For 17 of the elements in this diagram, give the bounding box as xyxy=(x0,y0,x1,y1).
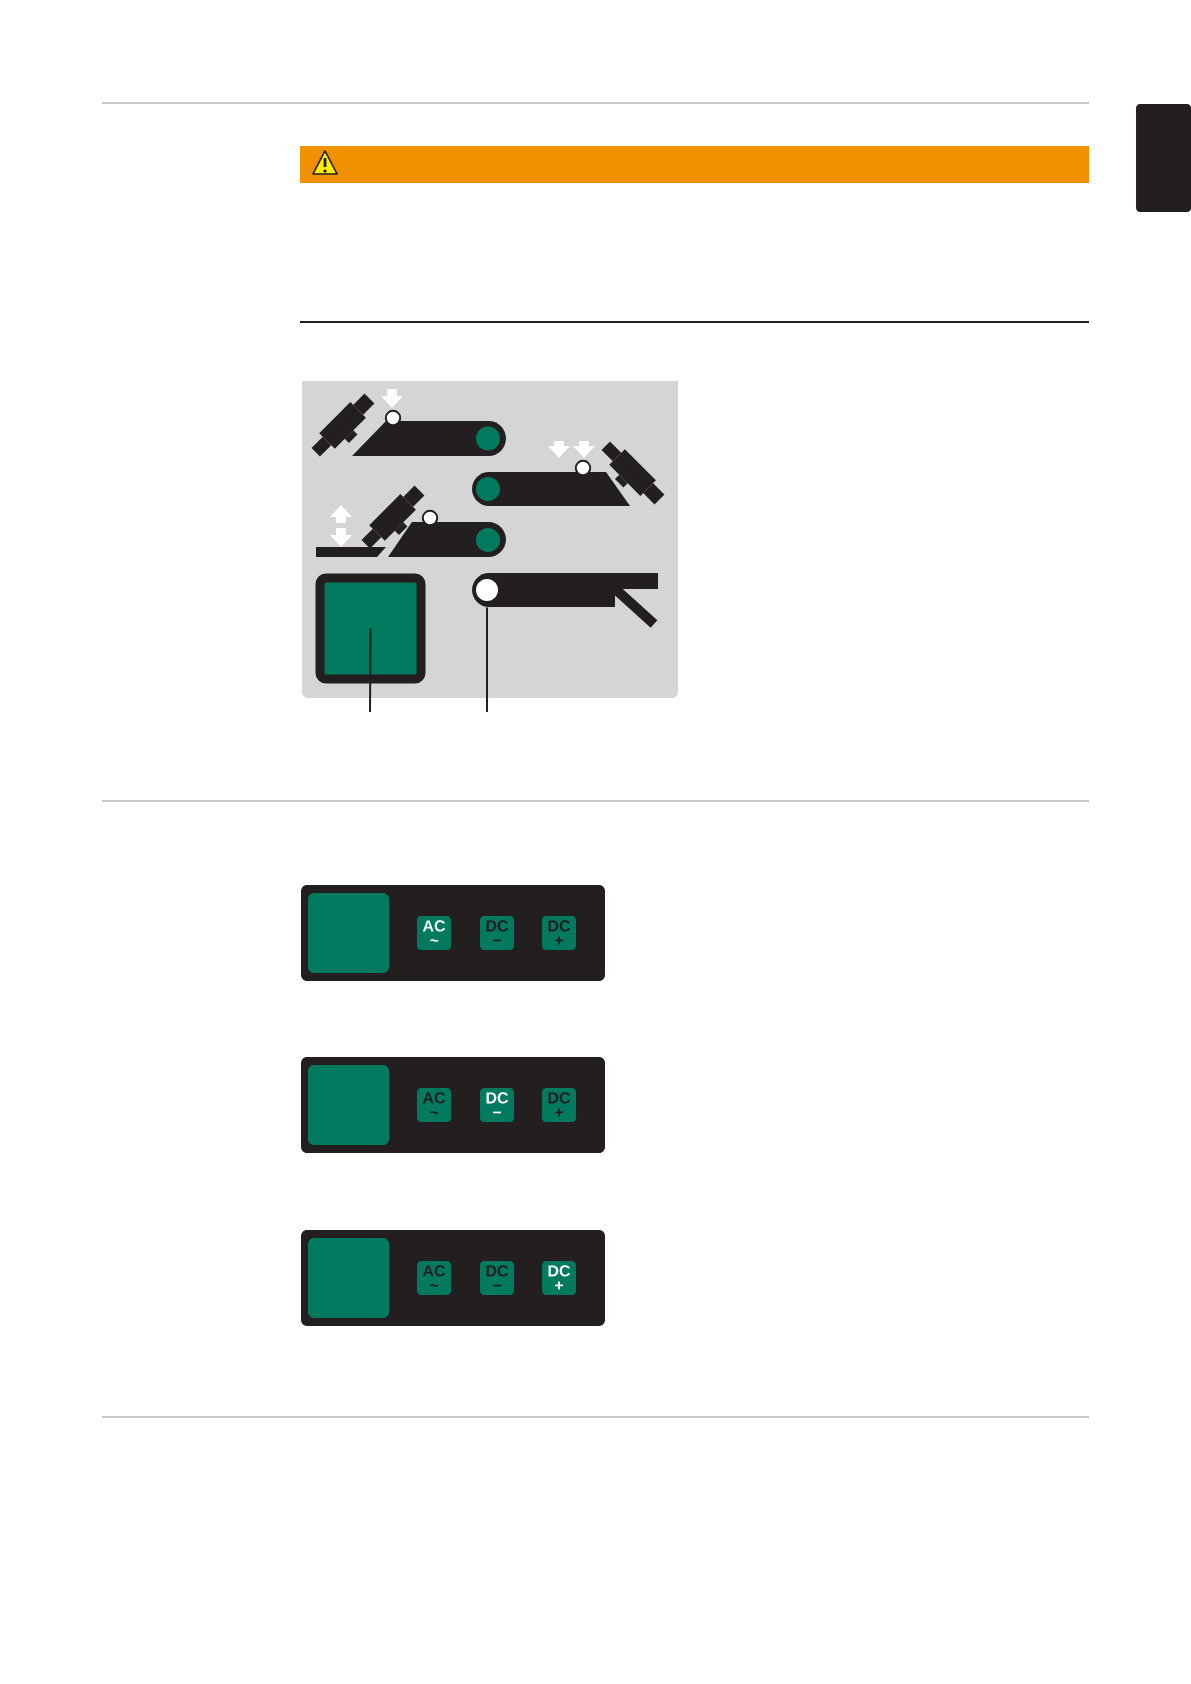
mode-button: DC + xyxy=(542,1261,576,1295)
display-screen xyxy=(308,893,389,973)
mode-button: DC − xyxy=(480,1088,514,1122)
display-screen xyxy=(308,1065,389,1145)
leader-line xyxy=(486,606,488,713)
side-tab xyxy=(1136,104,1191,212)
mode-button: DC − xyxy=(480,916,514,950)
mode-button: DC − xyxy=(480,1261,514,1295)
mode-button: AC ~ xyxy=(417,916,451,950)
mode-button: AC ~ xyxy=(417,1261,451,1295)
mode-button: DC + xyxy=(542,1088,576,1122)
leader-line xyxy=(369,627,372,713)
mode-button: DC + xyxy=(542,916,576,950)
display-screen xyxy=(308,1238,389,1318)
mode-button: AC ~ xyxy=(417,1088,451,1122)
display-screen xyxy=(315,573,426,684)
indicator-bar xyxy=(472,573,658,628)
